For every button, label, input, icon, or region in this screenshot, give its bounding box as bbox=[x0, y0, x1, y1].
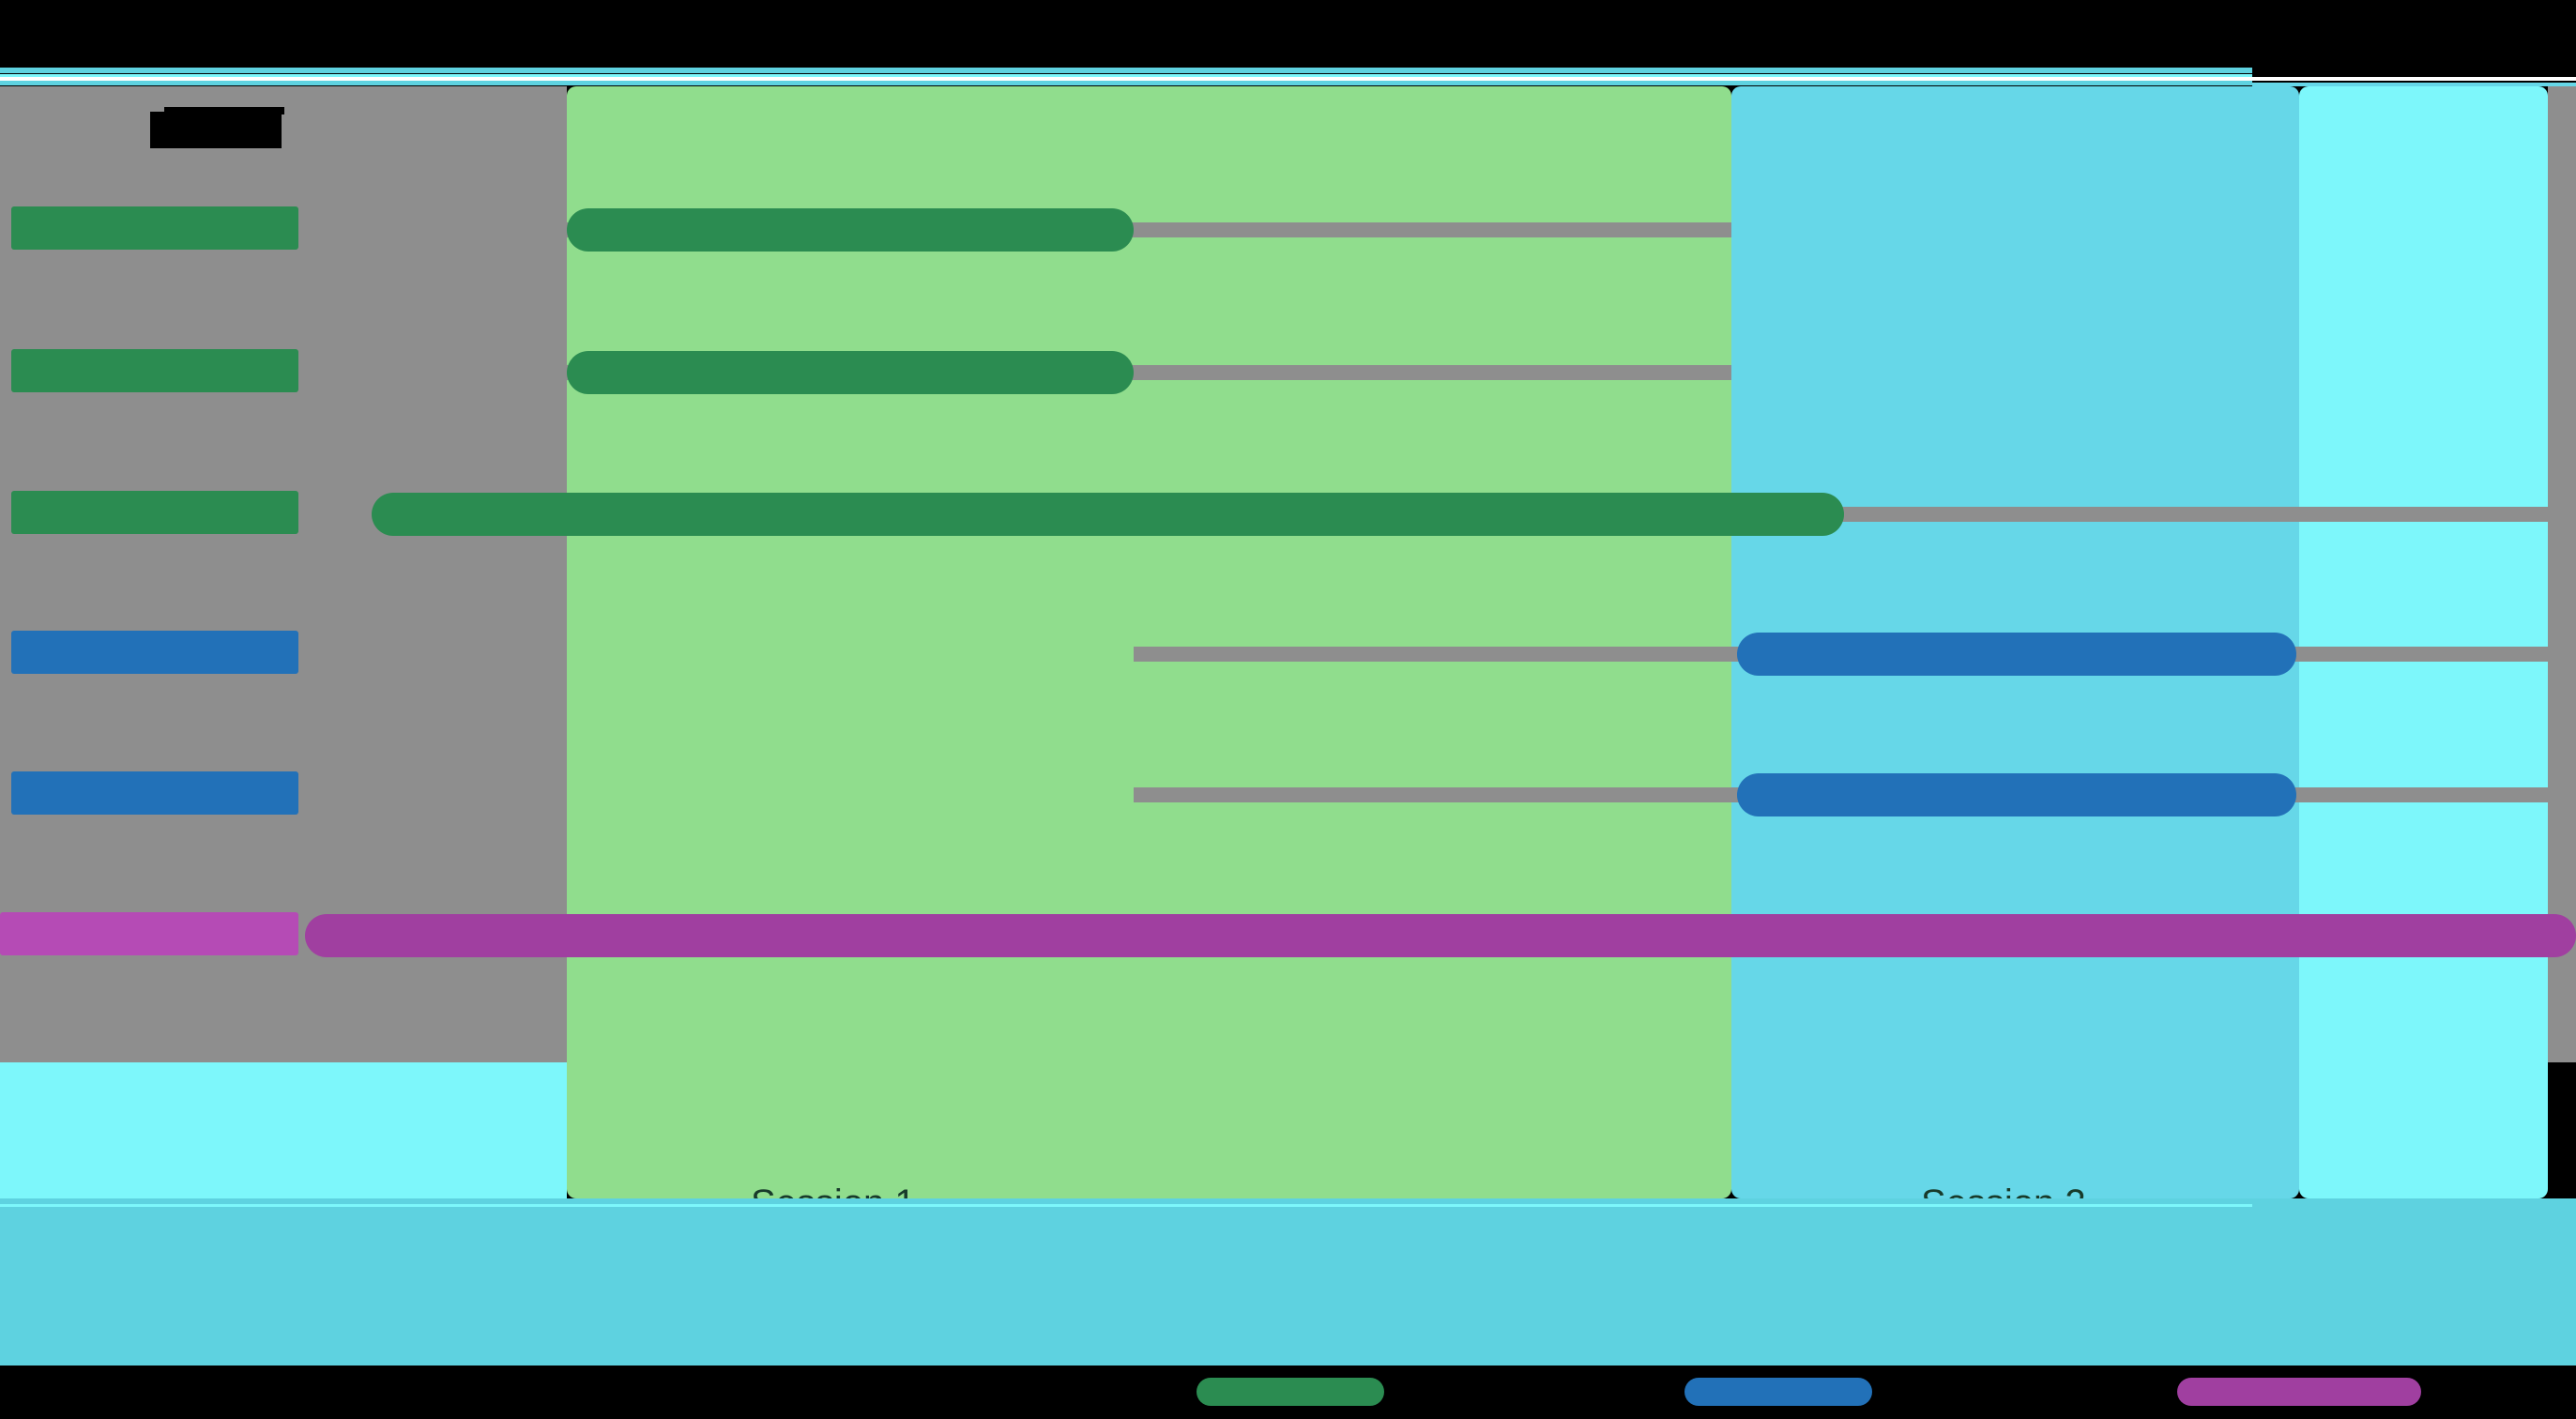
legend-green-label bbox=[1197, 1378, 1384, 1406]
task-bar-1[interactable] bbox=[567, 208, 1134, 252]
task-bar-5[interactable] bbox=[1737, 773, 2296, 816]
legend-green-swatch[interactable] bbox=[1197, 1378, 1384, 1406]
task-bar-4[interactable] bbox=[1737, 633, 2296, 676]
row-label-5[interactable] bbox=[11, 771, 298, 815]
plot-gray-right-margin bbox=[2548, 86, 2576, 1062]
footer-hairline bbox=[0, 1204, 2252, 1207]
row-label-3-text bbox=[11, 491, 298, 534]
chart-legend bbox=[0, 1366, 2576, 1419]
row-label-4-text bbox=[11, 631, 298, 674]
top-strip-cyan-1 bbox=[0, 68, 2252, 73]
session-band-1 bbox=[567, 86, 1731, 1198]
row-label-2-text bbox=[11, 349, 298, 392]
row-label-4[interactable] bbox=[11, 631, 298, 674]
top-strip-cyan-4 bbox=[2252, 83, 2576, 86]
row-label-1[interactable] bbox=[11, 206, 298, 250]
task-bar-3[interactable] bbox=[372, 493, 1844, 536]
top-strip-white bbox=[0, 77, 2576, 81]
chart-panel: Session 1 Session 2 bbox=[0, 86, 2576, 1224]
chart-title-redacted-ext bbox=[164, 107, 284, 114]
chart-title-redacted bbox=[150, 112, 282, 148]
legend-blue-swatch[interactable] bbox=[1684, 1378, 1872, 1406]
chart-footer bbox=[0, 1198, 2576, 1386]
task-bar-6[interactable] bbox=[305, 914, 2576, 957]
row-label-6[interactable] bbox=[0, 912, 298, 955]
legend-magenta-label bbox=[2177, 1378, 2421, 1406]
footer-top-edge bbox=[0, 1198, 2576, 1204]
lower-left-cyan-block bbox=[0, 1062, 567, 1208]
row-label-3[interactable] bbox=[11, 491, 298, 534]
row-label-1-text bbox=[11, 206, 298, 250]
task-bar-2[interactable] bbox=[567, 351, 1134, 394]
legend-blue-label bbox=[1684, 1378, 1872, 1406]
row-label-6-text bbox=[0, 912, 298, 955]
row-label-2[interactable] bbox=[11, 349, 298, 392]
session-band-3 bbox=[2299, 86, 2548, 1198]
row-label-5-text bbox=[11, 771, 298, 815]
legend-magenta-swatch[interactable] bbox=[2177, 1378, 2421, 1406]
top-strip-cyan-3 bbox=[0, 81, 2252, 85]
